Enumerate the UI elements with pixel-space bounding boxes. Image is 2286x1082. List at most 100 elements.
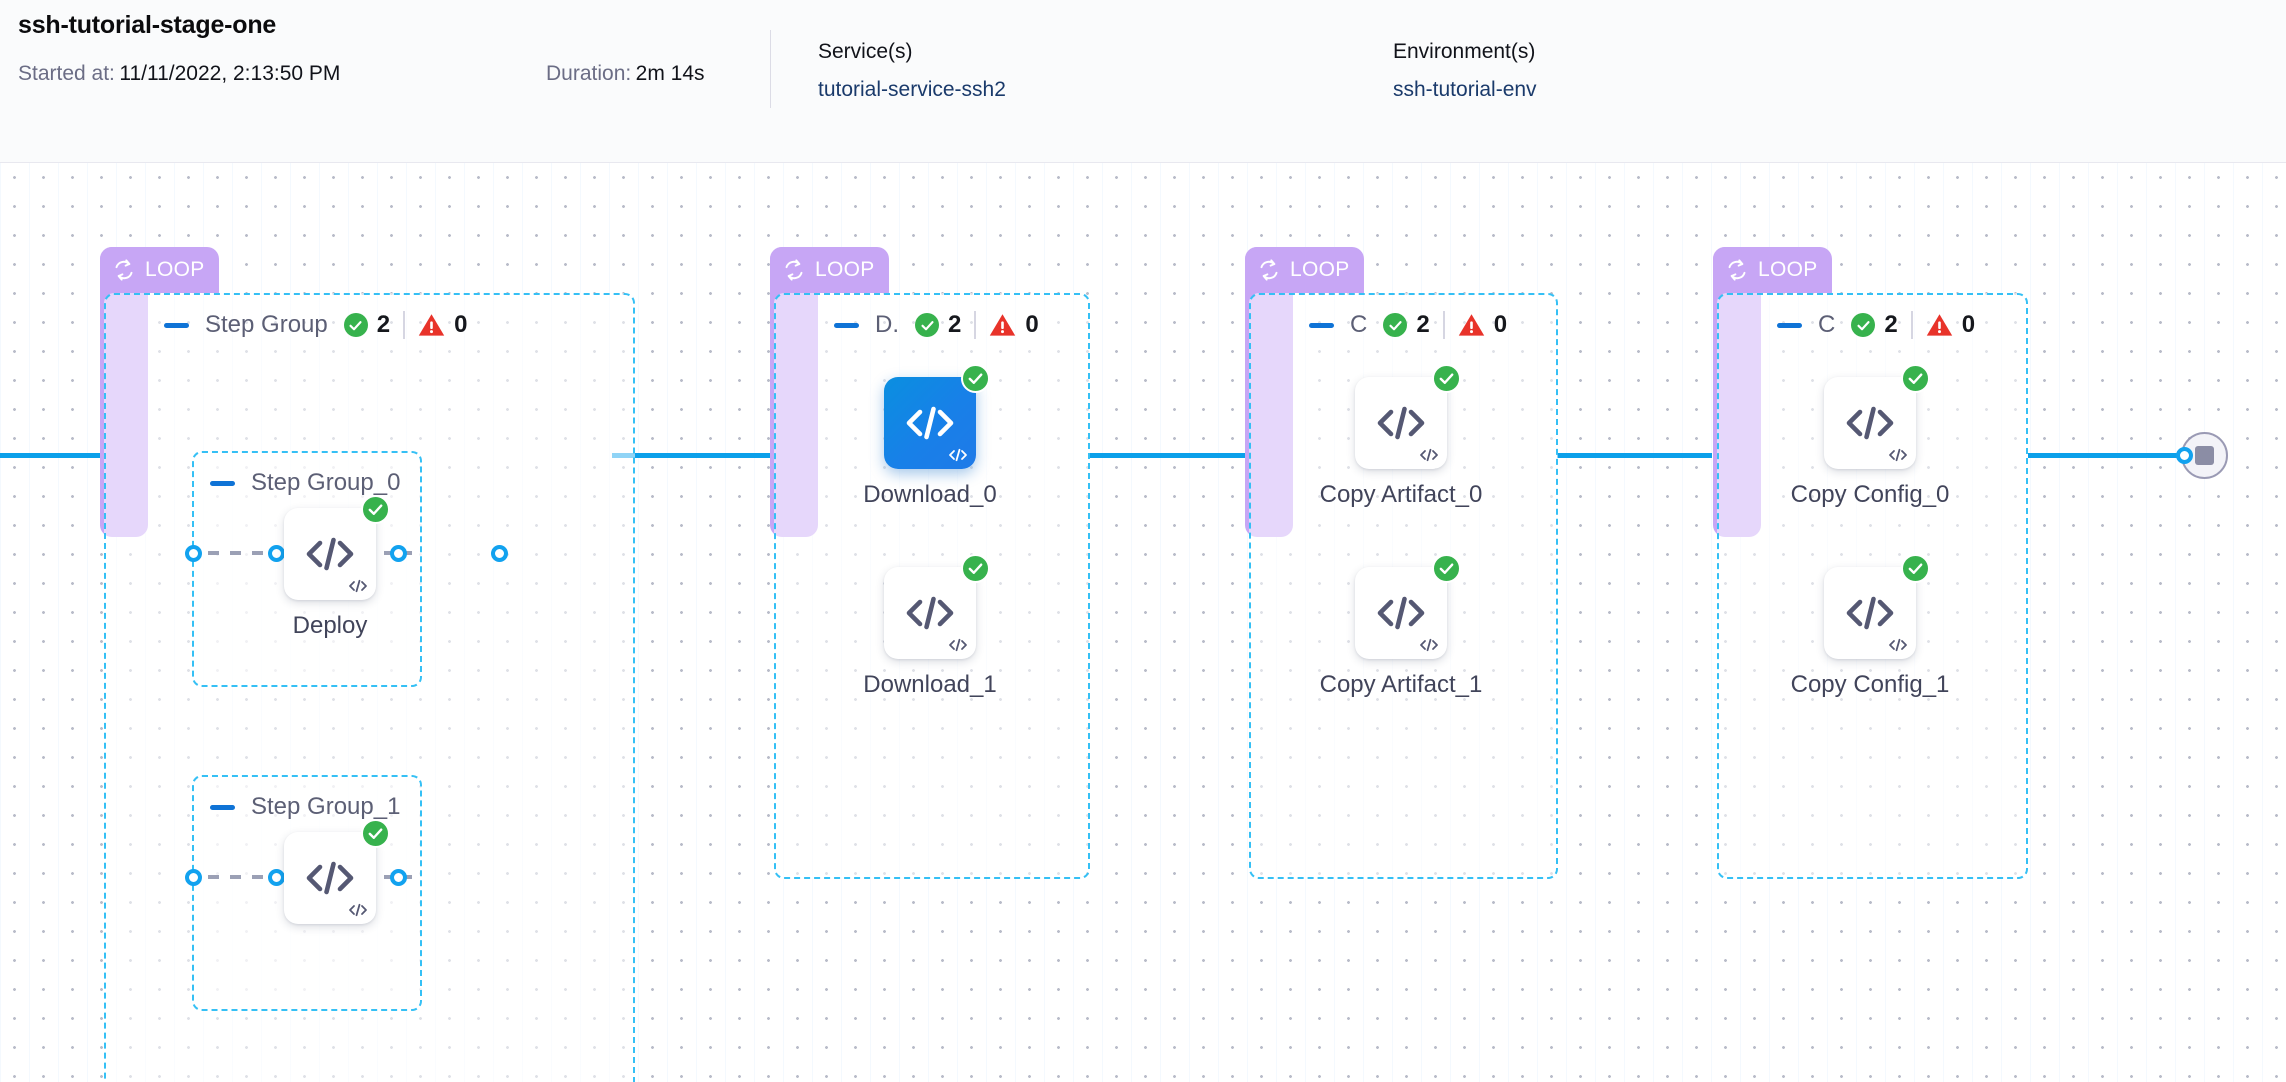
group-header-step-group-0[interactable]: Step Group_0 — [210, 469, 400, 497]
code-brackets-icon — [306, 861, 354, 895]
environments-column: Environment(s) ssh-tutorial-env — [1393, 40, 1537, 102]
trunk-connector-segment — [0, 453, 108, 458]
group-status-counts: 2 0 — [915, 311, 1039, 339]
group-header-copy-artifact[interactable]: C 2 0 — [1309, 311, 1507, 339]
connector-port[interactable] — [185, 545, 202, 562]
error-count: 0 — [1493, 311, 1508, 338]
header-divider — [770, 30, 771, 108]
step-node-label: Copy Config_1 — [1790, 671, 1950, 698]
step-node-download-0[interactable]: Download_0 — [863, 364, 997, 508]
status-badge — [361, 819, 390, 848]
group-title: C — [1350, 311, 1368, 338]
error-count: 0 — [1961, 311, 1976, 338]
step-node-copy-artifact-1[interactable]: Copy Artifact_1 — [1320, 554, 1482, 698]
group-box-step-group-0[interactable]: Step Group_0 — [185, 451, 508, 687]
pipeline-stage-header: ssh-tutorial-stage-one Started at: 11/11… — [0, 0, 2286, 163]
group-box-download[interactable]: D. 2 0 — [774, 293, 1090, 879]
group-header-download[interactable]: D. 2 0 — [834, 311, 1039, 339]
connector-port[interactable] — [2176, 447, 2193, 464]
loop-badge[interactable]: LOOP — [1245, 247, 1364, 293]
error-count: 0 — [454, 311, 468, 338]
group-title: Step Group_0 — [251, 469, 401, 496]
stop-square-icon — [2195, 446, 2214, 465]
group-title: C — [1818, 311, 1836, 338]
step-node-download-1[interactable]: Download_1 — [863, 554, 997, 698]
code-brackets-small-icon — [949, 448, 967, 462]
collapse-toggle-icon[interactable] — [210, 804, 235, 810]
duration-meta: Duration: 2m 14s — [546, 62, 705, 86]
step-node-card[interactable] — [884, 554, 990, 659]
group-header-step-group[interactable]: Step Group 2 0 — [164, 311, 467, 339]
step-node-copy-config-1[interactable]: Copy Config_1 — [1791, 554, 1949, 698]
step-node-card[interactable] — [884, 364, 990, 469]
loop-refresh-icon — [1260, 259, 1278, 281]
success-count: 2 — [948, 311, 962, 338]
connector-port[interactable] — [390, 545, 407, 562]
page-title: ssh-tutorial-stage-one — [18, 11, 277, 39]
loop-badge[interactable]: LOOP — [770, 247, 889, 293]
loop-badge[interactable]: LOOP — [1713, 247, 1832, 293]
collapse-toggle-icon[interactable] — [1309, 322, 1334, 328]
code-brackets-small-icon — [349, 579, 367, 593]
step-node-step-group-1-item[interactable] — [284, 819, 390, 924]
services-label: Service(s) — [818, 40, 913, 63]
connector-port[interactable] — [390, 869, 407, 886]
collapse-toggle-icon[interactable] — [210, 480, 235, 486]
started-at-value: 11/11/2022, 2:13:50 PM — [119, 62, 341, 85]
loop-badge-label: LOOP — [1758, 258, 1818, 281]
code-brackets-icon — [1377, 406, 1425, 440]
code-brackets-icon — [906, 596, 954, 630]
step-node-deploy[interactable]: Deploy — [284, 495, 390, 639]
connector-port[interactable] — [491, 545, 508, 562]
loop-refresh-icon — [1728, 259, 1746, 281]
loop-badge[interactable]: LOOP — [100, 247, 219, 293]
collapse-toggle-icon[interactable] — [164, 322, 189, 328]
success-check-icon — [1851, 313, 1876, 337]
environments-value-link[interactable]: ssh-tutorial-env — [1393, 78, 1537, 101]
count-divider — [403, 311, 406, 339]
services-value-link[interactable]: tutorial-service-ssh2 — [818, 78, 1006, 101]
group-box-step-group[interactable]: Step Group 2 0 — [104, 293, 635, 1082]
group-box-copy-config[interactable]: C 2 0 — [1717, 293, 2028, 879]
loop-badge-label: LOOP — [815, 258, 875, 281]
step-node-label: Copy Artifact_1 — [1319, 671, 1483, 698]
step-node-card[interactable] — [1355, 364, 1461, 469]
code-brackets-icon — [1377, 596, 1425, 630]
group-header-step-group-1[interactable]: Step Group_1 — [210, 793, 400, 821]
collapse-toggle-icon[interactable] — [1777, 322, 1802, 328]
status-badge — [1901, 554, 1930, 583]
code-brackets-small-icon — [1889, 638, 1907, 652]
step-node-card[interactable] — [284, 495, 390, 600]
environments-label: Environment(s) — [1393, 40, 1536, 63]
step-node-card[interactable] — [284, 819, 390, 924]
status-badge — [961, 554, 990, 583]
step-node-card[interactable] — [1355, 554, 1461, 659]
connector-port[interactable] — [185, 869, 202, 886]
group-box-step-group-1[interactable]: Step Group_1 — [185, 775, 422, 1011]
status-badge — [361, 495, 390, 524]
loop-refresh-icon — [115, 259, 133, 281]
code-brackets-icon — [906, 406, 954, 440]
collapse-toggle-icon[interactable] — [834, 322, 859, 328]
status-badge — [1432, 364, 1461, 393]
code-brackets-small-icon — [1420, 638, 1438, 652]
code-brackets-icon — [306, 537, 354, 571]
error-warning-icon — [1926, 314, 1952, 336]
group-title: D. — [875, 311, 899, 338]
trunk-connector-segment — [2028, 453, 2188, 458]
success-count: 2 — [376, 311, 391, 338]
group-box-copy-artifact[interactable]: C 2 0 — [1249, 293, 1558, 879]
status-badge — [1901, 364, 1930, 393]
step-node-card[interactable] — [1824, 364, 1930, 469]
step-node-label: Copy Config_0 — [1790, 481, 1950, 508]
connector-port[interactable] — [268, 869, 285, 886]
group-status-counts: 2 0 — [1383, 311, 1507, 339]
loop-badge-label: LOOP — [1290, 258, 1350, 281]
step-node-copy-config-0[interactable]: Copy Config_0 — [1791, 364, 1949, 508]
pipeline-graph-canvas[interactable]: LOOP Step Group 2 0 — [0, 163, 2286, 1082]
code-brackets-icon — [1846, 596, 1894, 630]
step-node-card[interactable] — [1824, 554, 1930, 659]
connector-port[interactable] — [268, 545, 285, 562]
group-header-copy-config[interactable]: C 2 0 — [1777, 311, 1975, 339]
step-node-copy-artifact-0[interactable]: Copy Artifact_0 — [1320, 364, 1482, 508]
